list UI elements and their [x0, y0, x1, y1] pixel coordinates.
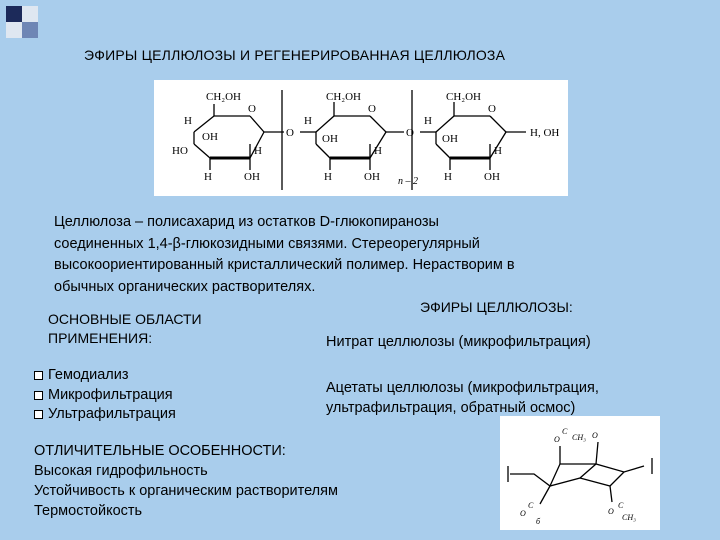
description-line-1: Целлюлоза – полисахарид из остатков D-гл…	[54, 214, 439, 230]
features-header: ОТЛИЧИТЕЛЬНЫЕ ОСОБЕННОСТИ:	[34, 443, 286, 459]
feature-item-3: Термостойкость	[34, 503, 143, 519]
list-item: Ультрафильтрация	[34, 405, 176, 425]
application-item-1: Гемодиализ	[48, 367, 129, 383]
applications-header-line-2: ПРИМЕНЕНИЯ:	[48, 330, 153, 346]
h-label-5: H	[374, 145, 382, 157]
oh-label-1: OH	[202, 131, 218, 143]
ether-acetates-line-2: ультрафильтрация, обратный осмос)	[326, 400, 576, 416]
oh-label-3: OH	[442, 133, 458, 145]
feature-item-1: Высокая гидрофильность	[34, 463, 208, 479]
h-label-3: H	[424, 115, 432, 127]
description-line-4: обычных органических растворителях.	[54, 278, 316, 295]
acetate-structure-svg: O C CH₃ O O C CH₃ O C б	[507, 427, 653, 526]
list-item: Гемодиализ	[34, 366, 176, 386]
acetate-structure-figure: O C CH₃ O O C CH₃ O C б	[500, 416, 660, 530]
oh-label-6: OH	[484, 171, 500, 183]
oh-label-4: OH	[244, 171, 260, 183]
ether-nitrate: Нитрат целлюлозы (микрофильтрация)	[326, 334, 591, 350]
applications-header-line-1: ОСНОВНЫЕ ОБЛАСТИ	[48, 311, 202, 327]
corner-square-dark	[6, 6, 22, 22]
oh-label-5: OH	[364, 171, 380, 183]
h-label-9: H	[444, 171, 452, 183]
ch2oh-label-3: CH₂OH	[446, 91, 481, 103]
description-line-2: соединенных 1,4-β-глюкозидными связями. …	[54, 235, 480, 252]
acetyl-oxygen-4: O	[520, 509, 526, 518]
repeat-unit-label: n – 2	[398, 176, 418, 187]
acetyl-oxygen-2: O	[592, 431, 598, 440]
acetyl-ch3-3: CH₃	[622, 513, 636, 522]
h-label-1: H	[184, 115, 192, 127]
feature-item-2: Устойчивость к органическим растворителя…	[34, 483, 338, 499]
acetyl-carbon-3: C	[618, 501, 624, 510]
h-label-8: H	[324, 171, 332, 183]
h-label-4: H	[254, 145, 262, 157]
acetyl-carbon-4: C	[528, 501, 534, 510]
description-line-3: высокоориентированный кристаллический по…	[54, 257, 515, 273]
ring-oxygen-2: O	[368, 103, 376, 115]
ring-oxygen-1: O	[248, 103, 256, 115]
ring-oxygen-3: O	[488, 103, 496, 115]
cellulose-formula-svg: CH₂OH CH₂OH CH₂OH O O O O O H H H OH OH …	[172, 90, 559, 190]
checkbox-bullet-icon	[34, 410, 43, 420]
acetyl-oxygen-1: O	[554, 435, 560, 444]
features-block: ОТЛИЧИТЕЛЬНЫЕ ОСОБЕННОСТИ: Высокая гидро…	[34, 441, 338, 521]
acetyl-label-b: б	[536, 517, 541, 526]
corner-square-mid	[22, 22, 38, 38]
ch2oh-label-2: CH₂OH	[326, 91, 361, 103]
ether-acetates: Ацетаты целлюлозы (микрофильтрация, ульт…	[326, 378, 599, 418]
acetyl-carbon-1: C	[562, 427, 568, 436]
list-item: Микрофильтрация	[34, 386, 176, 406]
h-label-7: H	[204, 171, 212, 183]
ho-label: HO	[172, 145, 188, 157]
application-item-2: Микрофильтрация	[48, 386, 173, 403]
ether-acetates-line-1: Ацетаты целлюлозы (микрофильтрация,	[326, 380, 599, 396]
cellulose-formula-figure: CH₂OH CH₂OH CH₂OH O O O O O H H H OH OH …	[154, 80, 568, 196]
applications-header: ОСНОВНЫЕ ОБЛАСТИ ПРИМЕНЕНИЯ:	[48, 310, 202, 348]
h-label-6: H	[494, 145, 502, 157]
ethers-header: ЭФИРЫ ЦЕЛЛЮЛОЗЫ:	[420, 299, 573, 315]
end-group-label: H, OH	[530, 127, 559, 139]
applications-list: Гемодиализ Микрофильтрация Ультрафильтра…	[34, 366, 176, 425]
acetyl-ch3-1: CH₃	[572, 433, 586, 442]
ch2oh-label-1: CH₂OH	[206, 91, 241, 103]
slide-title: ЭФИРЫ ЦЕЛЛЮЛОЗЫ И РЕГЕНЕРИРОВАННАЯ ЦЕЛЛЮ…	[84, 47, 506, 63]
acetyl-oxygen-3: O	[608, 507, 614, 516]
corner-square-light-2	[6, 22, 22, 38]
cellulose-description: Целлюлоза – полисахарид из остатков D-гл…	[54, 212, 704, 298]
checkbox-bullet-icon	[34, 371, 43, 381]
h-label-2: H	[304, 115, 312, 127]
corner-square-light	[22, 6, 38, 22]
oh-label-2: OH	[322, 133, 338, 145]
checkbox-bullet-icon	[34, 390, 43, 400]
bridge-oxygen-1: O	[286, 127, 294, 139]
bridge-oxygen-2: O	[406, 127, 414, 139]
application-item-3: Ультрафильтрация	[48, 406, 176, 422]
